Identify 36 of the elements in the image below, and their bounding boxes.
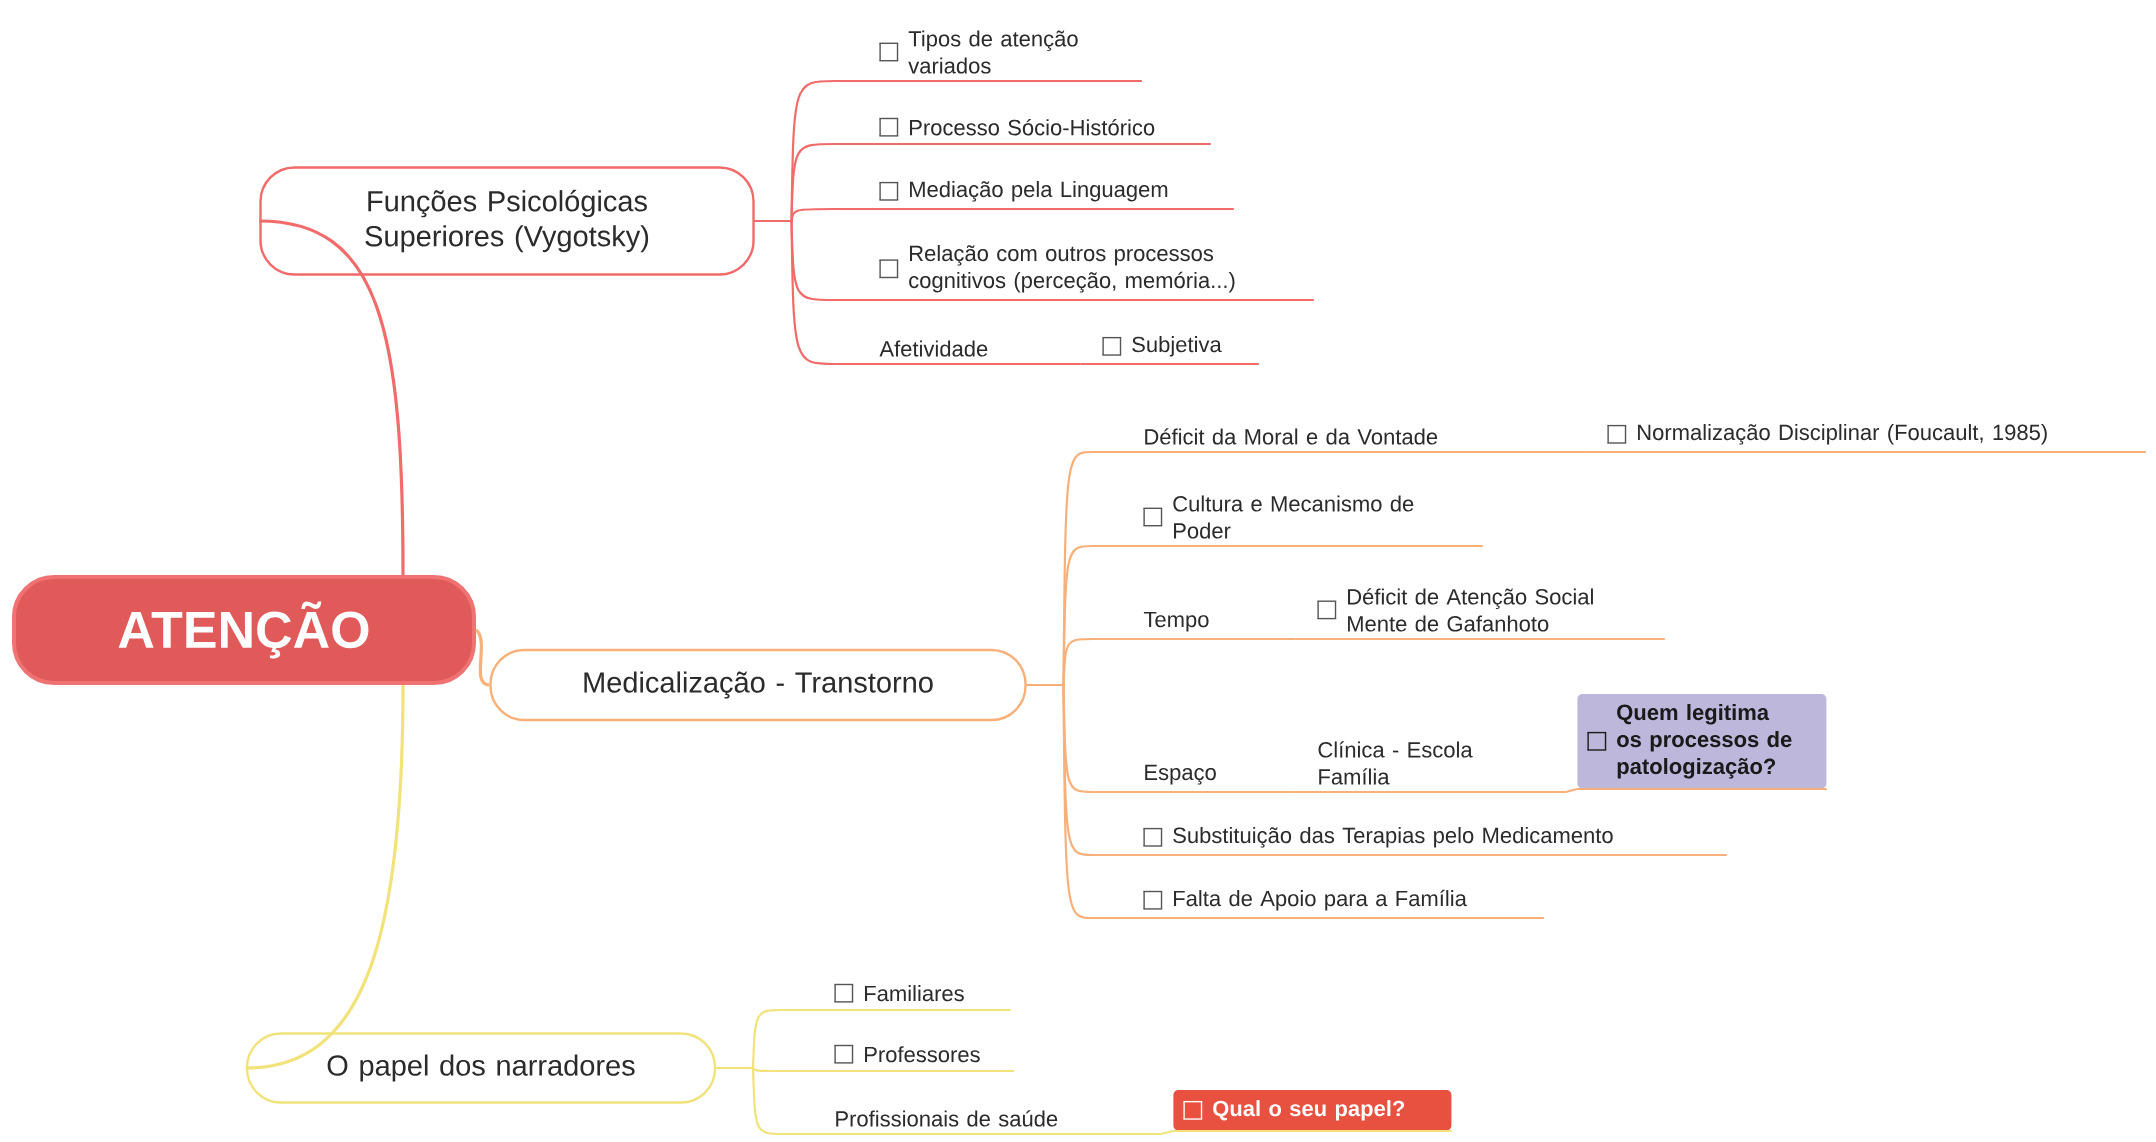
branch-line	[474, 628, 490, 687]
branch-line	[754, 219, 836, 366]
branch-line	[1584, 451, 1596, 453]
highlighted-note-box: Quem legitima os processos de patologização?	[1576, 694, 1828, 790]
underlined-subtopic: Tipos de atenção variados	[834, 30, 1143, 82]
branch-line	[1026, 683, 1094, 920]
underlined-subtopic: Profissionais de saúde	[783, 1110, 1162, 1135]
topic-box: Medicalização - Transtorno	[489, 648, 1027, 722]
underlined-subtopic: Normalização Disciplinar (Foucault, 1985)	[1594, 424, 2147, 453]
underlined-subtopic: Mediação pela Linguagem	[834, 181, 1235, 210]
topic-box: Funções Psicológicas Superiores (Vygotsky)	[259, 166, 755, 276]
underlined-subtopic: Subjetiva	[1089, 336, 1260, 365]
branch-line	[716, 1066, 785, 1136]
underlined-subtopic: Relação com outros processos cognitivos (perceção, memória...)	[834, 245, 1315, 301]
underlined-subtopic: Familiares	[783, 983, 1012, 1011]
underlined-subtopic: Déficit de Atenção Social Mente de Gafanhoto	[1304, 588, 1666, 640]
underlined-subtopic: Déficit da Moral e da Vontade	[1092, 428, 1587, 453]
branch-line	[1564, 788, 1578, 793]
underlined-subtopic: Espaço	[1092, 764, 1297, 793]
highlighted-note-box: Qual o seu papel?	[1172, 1090, 1453, 1132]
underlined-subtopic: Clínica - Escola Família	[1304, 741, 1567, 793]
underlined-subtopic: Falta de Apoio para a Família	[1092, 889, 1545, 919]
branch-line	[259, 219, 405, 575]
branch-line	[1294, 638, 1306, 640]
underlined-subtopic: Cultura e Mecanismo de Poder	[1092, 495, 1484, 547]
central-topic-box: ATENÇÃO	[12, 575, 476, 685]
underlined-subtopic: Substituição das Terapias pelo Medicamento	[1092, 827, 1728, 856]
topic-box: O papel dos narradores	[245, 1032, 717, 1104]
underlined-subtopic: Processo Sócio-Histórico	[834, 117, 1212, 145]
branch-line	[1294, 791, 1306, 793]
underlined-subtopic: Professores	[783, 1044, 1015, 1072]
branch-line	[245, 684, 405, 1070]
branch-line	[1079, 363, 1091, 365]
underlined-subtopic: Tempo	[1092, 611, 1297, 640]
underlined-subtopic: Afetividade	[834, 340, 1082, 365]
branch-line	[1159, 1130, 1174, 1135]
